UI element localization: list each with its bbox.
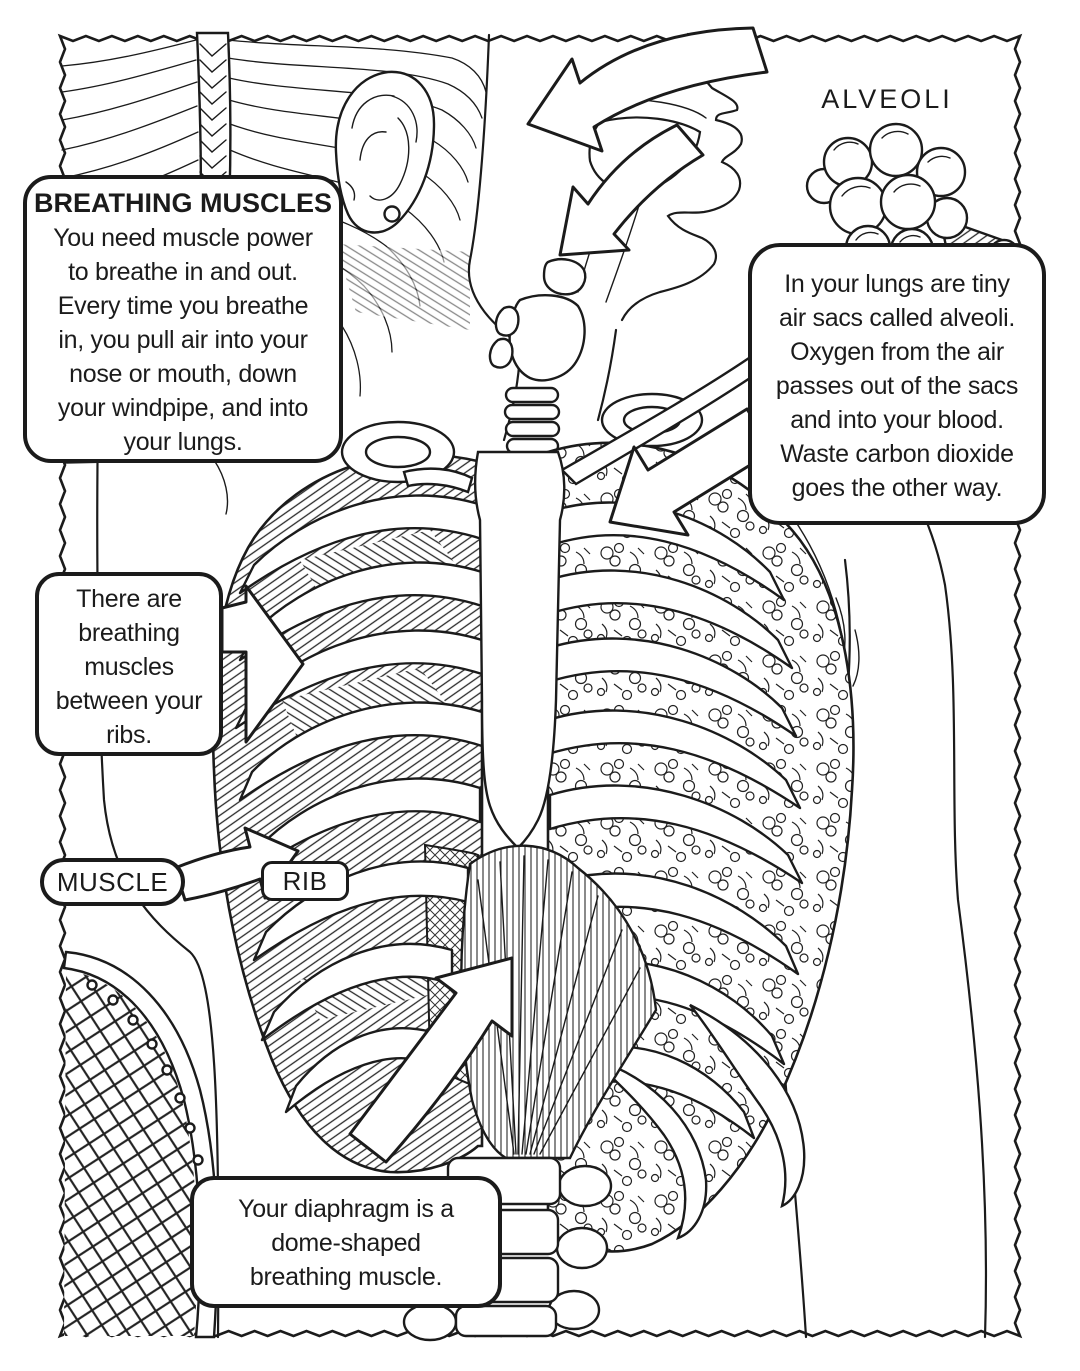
- text-line: There are: [76, 585, 182, 613]
- alveoli-title: ALVEOLI: [821, 84, 953, 114]
- rib-muscles-box: There are breathing muscles between your…: [35, 572, 223, 756]
- text-line: and into your blood.: [790, 406, 1004, 434]
- text-line: goes the other way.: [791, 474, 1003, 502]
- text-line: your lungs.: [123, 428, 243, 456]
- diaphragm-box: Your diaphragm is a dome-shaped breathin…: [190, 1176, 502, 1308]
- head-cross-section: [467, 32, 743, 455]
- breathing-muscles-box: BREATHING MUSCLES You need muscle power …: [23, 175, 343, 463]
- text-line: in, you pull air into your: [58, 326, 308, 354]
- alveoli-info-box: In your lungs are tiny air sacs called a…: [748, 243, 1046, 525]
- text-line: Every time you breathe: [57, 292, 309, 320]
- lung-cutaway: [546, 441, 855, 1253]
- rib-muscles-arrow: [220, 584, 305, 744]
- left-ribs: [234, 494, 484, 1114]
- diaphragm-arrow: [348, 956, 514, 1164]
- text-line: to breathe in and out.: [68, 258, 298, 286]
- larynx: [488, 258, 587, 382]
- breathing-muscles-title: BREATHING MUSCLES: [33, 188, 332, 218]
- text-line: muscles: [84, 653, 174, 681]
- earring: [383, 205, 401, 223]
- text-line: ribs.: [106, 721, 152, 749]
- text-line: In your lungs are tiny: [784, 270, 1010, 298]
- text-line: breathing muscle.: [249, 1263, 443, 1291]
- windpipe: [503, 386, 561, 455]
- text-line: dome-shaped: [271, 1229, 421, 1257]
- ear: [334, 70, 436, 234]
- racket: [62, 950, 219, 1339]
- text-line: air sacs called alveoli.: [779, 304, 1015, 332]
- rib-label: RIB: [261, 861, 349, 901]
- racket-lacing-pegs: [86, 979, 204, 1166]
- text-line: your windpipe, and into: [57, 394, 309, 422]
- text-line: Waste carbon dioxide: [780, 440, 1014, 468]
- muscle-label: MUSCLE: [40, 858, 185, 906]
- floating-ribs: [591, 1003, 806, 1241]
- airflow-arrow-throat: [558, 123, 705, 257]
- text-line: Your diaphragm is a: [238, 1195, 454, 1223]
- text-line: nose or mouth, down: [69, 360, 297, 388]
- clavicle: [402, 354, 764, 494]
- text-line: between your: [55, 687, 203, 715]
- text-line: You need muscle power: [53, 224, 313, 252]
- text-line: breathing: [78, 619, 180, 647]
- airflow-arrow-nose: [526, 26, 769, 153]
- page-border: [57, 33, 1023, 1339]
- text-line: Oxygen from the air: [790, 338, 1004, 366]
- text-line: passes out of the sacs: [775, 372, 1019, 400]
